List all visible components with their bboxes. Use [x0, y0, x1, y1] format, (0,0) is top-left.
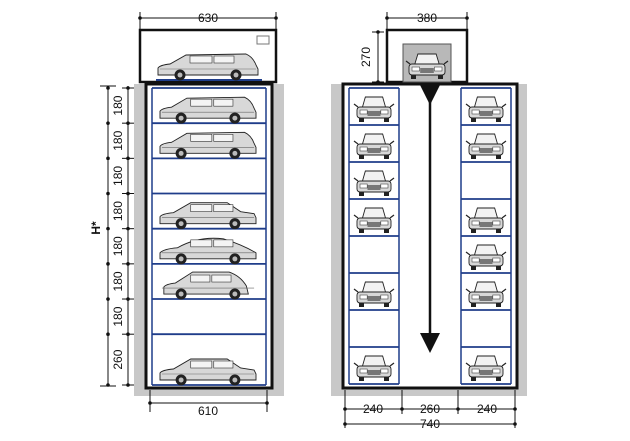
front-right-car-7 [465, 355, 507, 381]
front-left-car-0 [353, 96, 395, 122]
level-height-label-1: 180 [111, 130, 125, 150]
total-width-label: 740 [420, 417, 440, 431]
side-tower-frame [144, 82, 274, 390]
side-top-dimension: 630 [138, 11, 278, 30]
side-car-5 [160, 238, 256, 265]
front-left-car-5 [353, 281, 395, 307]
side-car-2 [160, 132, 256, 159]
level-height-ticks: 180 180 180 180 180 180 180 260 [106, 86, 134, 387]
side-bottom-width-label: 610 [198, 404, 218, 418]
side-view: 630 610 H* 180 180 180 180 180 180 180 260 [89, 11, 284, 418]
lift-width-label: 260 [420, 402, 440, 416]
side-car-6 [161, 272, 255, 300]
front-left-car-7 [353, 355, 395, 381]
front-view: 380 270 240 260 240 [331, 11, 527, 431]
level-height-label-2: 180 [111, 166, 125, 186]
front-top-dimension: 380 [385, 11, 469, 30]
level-height-label-0: 180 [111, 95, 125, 115]
side-car-0 [158, 54, 258, 81]
front-right-car-1 [465, 133, 507, 159]
total-height-label: H* [89, 221, 103, 235]
entrance-front-car [405, 53, 449, 79]
front-bottom-dimensions: 240 260 240 740 [343, 390, 517, 431]
side-rack [151, 87, 267, 386]
front-cars [353, 96, 507, 381]
front-rack [348, 87, 512, 385]
front-left-car-3 [353, 207, 395, 233]
right-bay-width-label: 240 [477, 402, 497, 416]
front-right-car-3 [465, 207, 507, 233]
front-right-car-0 [465, 96, 507, 122]
level-height-label-4: 180 [111, 236, 125, 256]
side-height-dimensions: H* 180 180 180 180 180 180 180 260 [89, 85, 134, 387]
front-right-car-4 [465, 244, 507, 270]
level-height-label-6: 180 [111, 306, 125, 326]
side-top-width-label: 630 [198, 11, 218, 25]
left-bay-width-label: 240 [363, 402, 383, 416]
side-car-8 [160, 359, 256, 386]
level-height-label-3: 180 [111, 201, 125, 221]
side-car-1 [160, 97, 256, 124]
entrance-car [405, 53, 449, 79]
side-bottom-dimension: 610 [148, 390, 269, 418]
front-left-car-2 [353, 170, 395, 196]
entrance-height-dimension: 270 [359, 30, 384, 84]
side-car-4 [160, 203, 256, 230]
level-height-label-5: 180 [111, 271, 125, 291]
side-cars [158, 54, 258, 386]
front-top-width-label: 380 [417, 11, 437, 25]
front-right-car-5 [465, 281, 507, 307]
front-left-car-1 [353, 133, 395, 159]
level-height-label-7: 260 [111, 349, 125, 369]
entrance-height-label: 270 [359, 47, 373, 67]
side-entrance-door [256, 35, 270, 45]
